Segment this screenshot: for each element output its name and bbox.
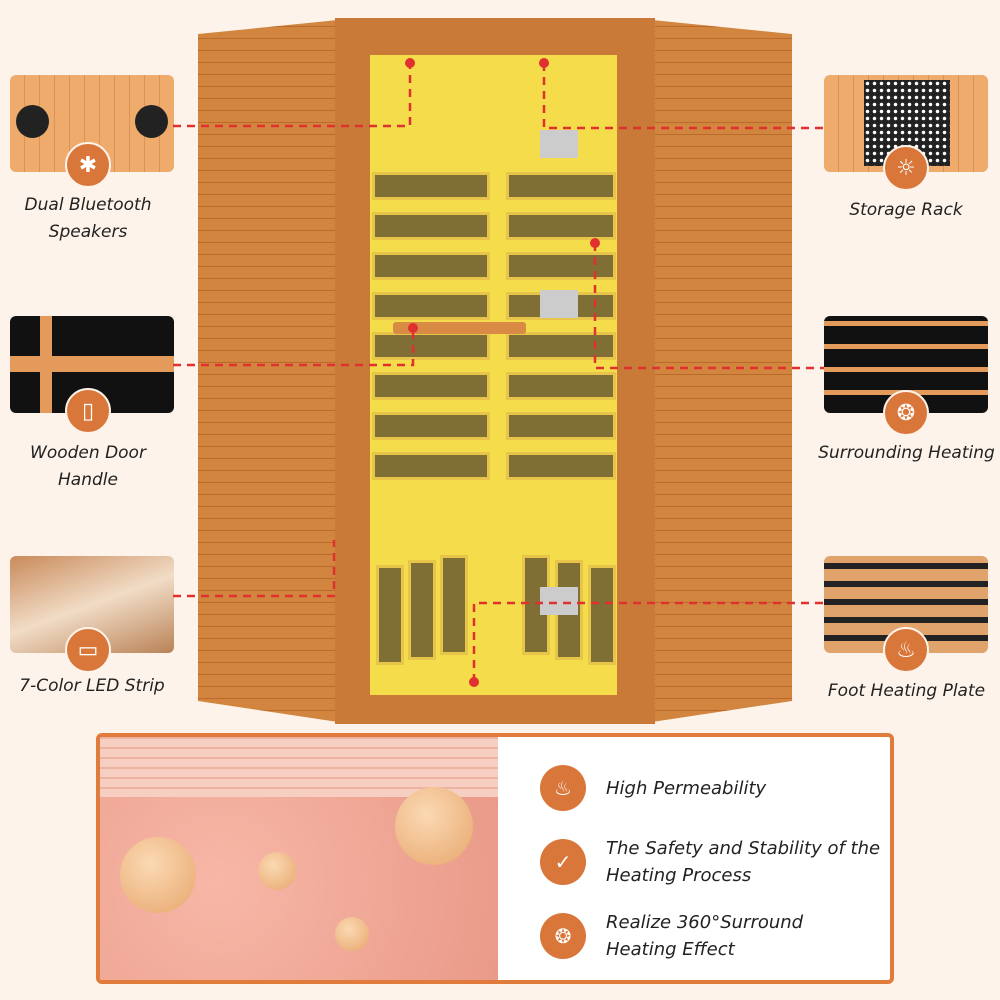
heater-panel [372, 172, 490, 200]
heater-panel [506, 452, 616, 480]
benefit-text: High Permeability [606, 777, 767, 799]
benefits-panel: ♨ High Permeability ✓ The Safety and Sta… [96, 733, 894, 984]
heater-panel [372, 452, 490, 480]
feature-label-handle: Wooden Door Handle [30, 443, 146, 490]
benefit-item: ✓ The Safety and Stability of the Heatin… [540, 835, 886, 889]
skin-layers-illustration [100, 737, 498, 980]
feature-label-led: 7-Color LED Strip [19, 676, 165, 696]
lightbulb-icon: ☼ [883, 145, 929, 191]
hinge [540, 130, 578, 158]
benefit-text: The Safety and Stability of the Heating … [606, 838, 881, 886]
hinge [540, 290, 578, 318]
heater-panel [506, 372, 616, 400]
lower-heater-panel [376, 565, 404, 665]
foot-icon: ♨ [883, 627, 929, 673]
heater-panel [506, 412, 616, 440]
left-side-panel [198, 20, 338, 722]
hinge [540, 587, 578, 615]
heater-panel [372, 292, 490, 320]
benefit-item: ❂ Realize 360°Surround Heating Effect [540, 909, 816, 963]
surround-icon: ❂ [883, 390, 929, 436]
feature-label-storage: Storage Rack [849, 200, 963, 220]
heater-panel [506, 172, 616, 200]
shield-check-icon: ✓ [540, 839, 586, 885]
door-handle [393, 322, 526, 334]
lower-heater-panel [440, 555, 468, 655]
heater-panel [506, 252, 616, 280]
surround-icon: ❂ [540, 913, 586, 959]
right-side-panel [652, 20, 792, 722]
heater-panel [372, 412, 490, 440]
feature-label-foot: Foot Heating Plate [827, 681, 986, 701]
door-handle-photo [10, 316, 174, 413]
heater-icon: ♨ [540, 765, 586, 811]
bluetooth-icon: ✱ [65, 142, 111, 188]
heater-panel [372, 252, 490, 280]
lower-heater-panel [588, 565, 616, 665]
heater-panel [372, 372, 490, 400]
door-icon: ▯ [65, 388, 111, 434]
heater-panel [506, 332, 616, 360]
benefit-text: Realize 360°Surround Heating Effect [606, 912, 804, 960]
feature-label-speakers: Dual Bluetooth Speakers [24, 195, 152, 242]
heater-panel [506, 212, 616, 240]
heater-panel [372, 332, 490, 360]
benefit-item: ♨ High Permeability [540, 765, 886, 811]
feature-label-surround: Surrounding Heating [818, 443, 995, 463]
lower-heater-panel [408, 560, 436, 660]
led-icon: ▭ [65, 627, 111, 673]
heater-panel [372, 212, 490, 240]
